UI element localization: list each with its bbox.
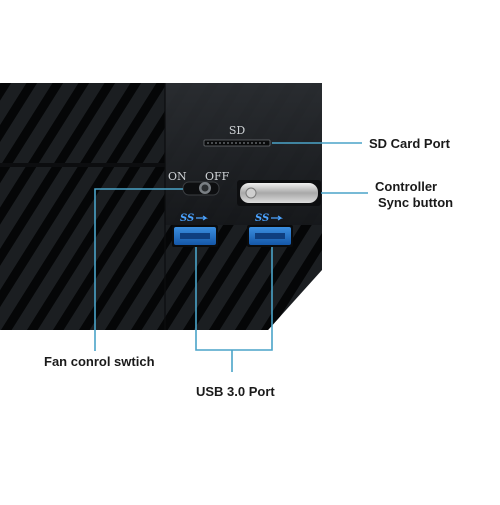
vent-slat [494, 70, 500, 340]
callout-fan-control-switch: Fan conrol swtich [44, 354, 155, 369]
callout-line-usb [195, 247, 273, 351]
sd-card-slot [203, 139, 271, 147]
svg-text:SS: SS [255, 213, 269, 224]
callout-usb-port: USB 3.0 Port [196, 384, 275, 399]
usb-port-left[interactable] [172, 225, 218, 247]
callout-lines [94, 142, 368, 372]
callout-controller-line2: Sync button [378, 195, 454, 210]
svg-text:SS: SS [180, 213, 194, 224]
vent-slat [0, 83, 96, 330]
controller-sync-button[interactable] [237, 180, 321, 206]
callout-sd-card-port: SD Card Port [369, 136, 450, 151]
fan-control-switch[interactable] [182, 181, 220, 196]
vent-slat [0, 83, 148, 330]
vent-slat [256, 83, 322, 330]
vent-slat [0, 83, 122, 330]
on-label: ON [168, 170, 187, 183]
vent-slat [0, 83, 174, 330]
vent-slat [0, 83, 44, 330]
sd-label: SD [229, 124, 246, 137]
vent-slat [468, 70, 500, 340]
callout-line-fan [94, 188, 183, 351]
off-label: OFF [205, 170, 230, 183]
vent-slat [0, 83, 70, 330]
callout-controller-line1: Controller [375, 179, 438, 194]
usb-ss-logo-left: SS [180, 213, 208, 224]
usb-ss-logo-right: SS [255, 213, 283, 224]
usb-port-right[interactable] [247, 225, 293, 247]
